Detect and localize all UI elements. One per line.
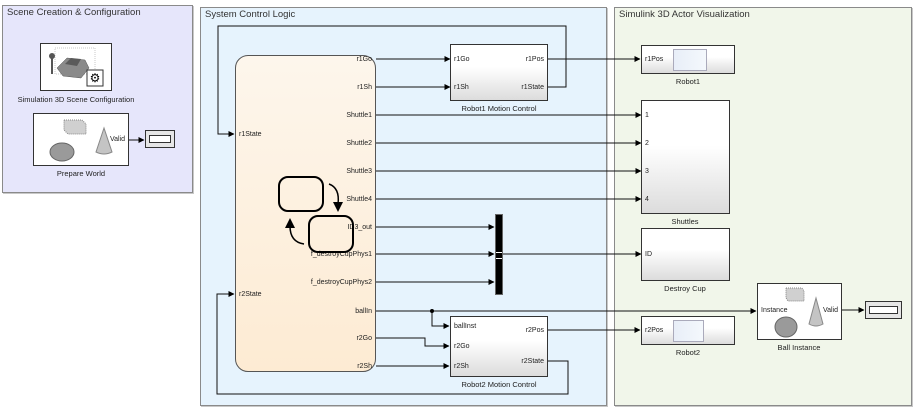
block-label: Simulation 3D Scene Configuration xyxy=(17,95,135,104)
robot2-motion-control-block[interactable]: ballInst r2Go r2Sh r2Pos r2State xyxy=(450,316,548,377)
robot1-motion-control-block[interactable]: r1Go r1Sh r1Pos r1State xyxy=(450,44,548,101)
prepare-world-block[interactable]: Valid xyxy=(33,113,129,166)
shuttles-block[interactable]: 1 2 3 4 xyxy=(641,100,730,214)
port-instance: Instance xyxy=(761,307,788,314)
display-block[interactable] xyxy=(145,130,175,148)
port-ballin: ballIn xyxy=(355,308,372,315)
wire-r1state xyxy=(217,25,567,137)
wire-ballinst xyxy=(431,311,450,329)
port-r1pos: r1Pos xyxy=(525,56,544,63)
port-destroy-cup-phys1: f_destroyCupPhys1 xyxy=(310,251,372,258)
actor-icon xyxy=(673,49,707,71)
port-shuttle4: Shuttle4 xyxy=(346,196,372,203)
port-3: 3 xyxy=(645,168,649,175)
stateflow-icon xyxy=(278,176,354,253)
3d-shapes-icon xyxy=(774,287,824,338)
port-r2state: r2State xyxy=(521,358,544,365)
area-title: Scene Creation & Configuration xyxy=(7,7,141,18)
port-r2go: r2Go xyxy=(454,343,470,350)
port-r1sh: r1Sh xyxy=(357,84,372,91)
mux-marker xyxy=(496,252,502,259)
block-label: Destroy Cup xyxy=(664,284,706,293)
port-r1go: r1Go xyxy=(454,56,470,63)
port-ballinst: ballInst xyxy=(454,323,477,330)
port-r1pos: r1Pos xyxy=(645,56,664,63)
mux-block[interactable] xyxy=(495,214,503,295)
3d-shapes-icon xyxy=(49,119,113,162)
ball-instance-block[interactable]: Instance Valid xyxy=(757,283,842,340)
gear-icon: ⚙ xyxy=(90,71,101,85)
port-shuttle1: Shuttle1 xyxy=(346,112,372,119)
wire-r2state xyxy=(216,291,569,395)
area-title: System Control Logic xyxy=(205,9,296,20)
destroy-cup-block[interactable]: ID xyxy=(641,228,730,281)
block-label: Robot2 Motion Control xyxy=(461,380,537,389)
port-r2go: r2Go xyxy=(356,335,372,342)
port-r2sh: r2Sh xyxy=(454,363,469,370)
port-id3-out: ID3_out xyxy=(347,224,372,231)
port-destroy-cup-phys2: f_destroyCupPhys2 xyxy=(310,279,372,286)
port-valid: Valid xyxy=(109,136,125,143)
port-shuttle2: Shuttle2 xyxy=(346,140,372,147)
port-4: 4 xyxy=(645,196,649,203)
actor-icon xyxy=(673,320,704,342)
port-1: 1 xyxy=(645,112,649,119)
block-label: Robot1 xyxy=(675,77,701,86)
block-label: Robot2 xyxy=(675,348,701,357)
port-id: ID xyxy=(645,251,652,258)
port-r2sh: r2Sh xyxy=(357,363,372,370)
port-valid: Valid xyxy=(822,307,838,314)
branch-point xyxy=(430,309,434,313)
car-scene-icon: ⚙ xyxy=(49,47,104,87)
block-label: Ball Instance xyxy=(777,343,821,352)
port-r2pos: r2Pos xyxy=(525,327,544,334)
area-title: Simulink 3D Actor Visualization xyxy=(619,9,750,20)
port-2: 2 xyxy=(645,140,649,147)
display-block[interactable] xyxy=(865,301,902,319)
port-shuttle3: Shuttle3 xyxy=(346,168,372,175)
block-label: Shuttles xyxy=(671,217,699,226)
robot2-actor-block[interactable]: r2Pos xyxy=(641,316,735,345)
port-r2pos: r2Pos xyxy=(645,327,664,334)
port-r1state: r1State xyxy=(521,84,544,91)
port-r1go: r1Go xyxy=(356,56,372,63)
port-r2state: r2State xyxy=(239,291,262,298)
wire-r2go xyxy=(376,337,450,349)
port-r1sh: r1Sh xyxy=(454,84,469,91)
stateflow-chart-block[interactable]: r1State r2State r1Go r1Sh Shuttle1 Shutt… xyxy=(235,55,376,372)
block-label: Robot1 Motion Control xyxy=(461,104,537,113)
sim3d-scene-config-block[interactable]: ⚙ xyxy=(40,43,112,91)
block-label: Prepare World xyxy=(56,169,106,178)
robot1-actor-block[interactable]: r1Pos xyxy=(641,45,735,74)
port-r1state: r1State xyxy=(239,131,262,138)
